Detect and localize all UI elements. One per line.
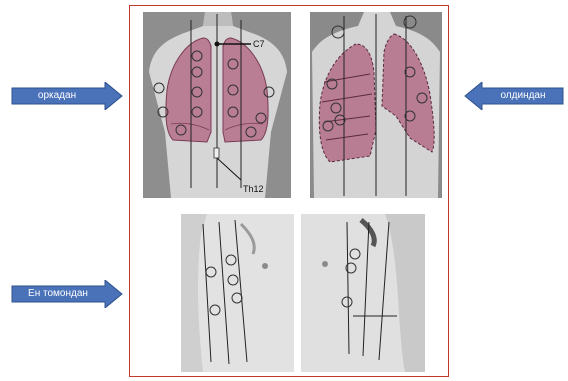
- marker-c7: C7: [253, 39, 265, 49]
- arrow-back: оркадан: [11, 82, 123, 110]
- side-view-left-image: [181, 214, 294, 372]
- label-side: Ен томондан: [11, 287, 105, 301]
- front-view-image: [310, 12, 442, 198]
- marker-th12: Th12: [243, 184, 264, 194]
- side-view-right-image: [301, 214, 425, 372]
- arrow-side: Ен томондан: [11, 280, 123, 308]
- label-back: оркадан: [11, 89, 103, 103]
- back-view-image: C7 Th12: [143, 12, 291, 198]
- label-front: олдиндан: [482, 89, 564, 103]
- arrow-front: олдиндан: [464, 82, 564, 110]
